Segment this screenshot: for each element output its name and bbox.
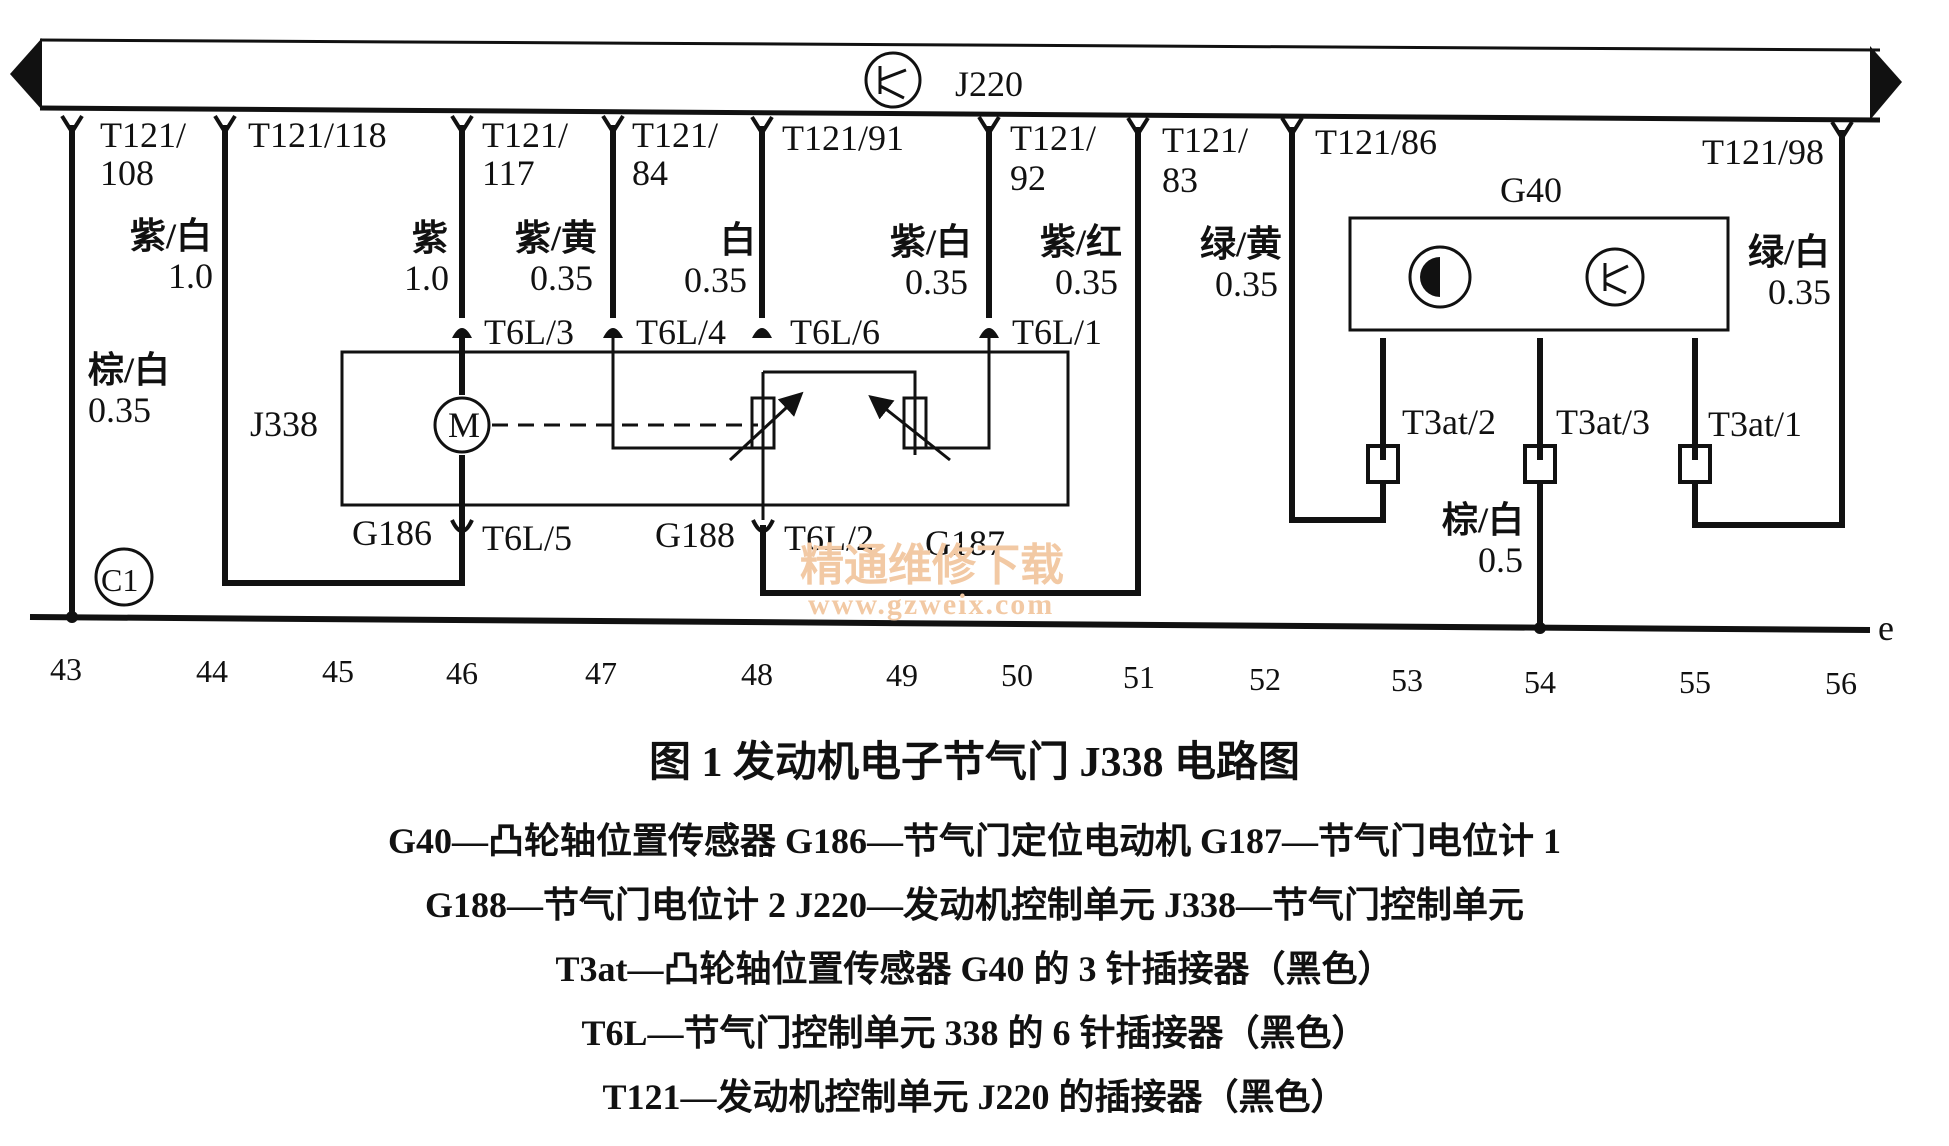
column-number: 56	[1825, 665, 1857, 701]
column-number: 50	[1001, 657, 1033, 693]
transistor-icon-lines	[878, 66, 907, 100]
conn-t6l-2: T6L/2	[784, 518, 874, 558]
wire-54-size: 0.5	[1478, 540, 1523, 580]
watermark-url: www.gzweix.com	[808, 588, 1054, 621]
pin-t121-108-b: 108	[100, 153, 154, 193]
g40-transistor-icon	[1585, 247, 1645, 307]
motor-icon	[433, 396, 491, 454]
wire-46-color: 紫	[412, 218, 448, 258]
column-number: 52	[1249, 661, 1281, 697]
wire-43-color: 棕/白	[88, 350, 170, 390]
caption-line: G188—节气门电位计 2 J220—发动机控制单元 J338—节气门控制单元	[424, 885, 1524, 925]
pin-t121-108-a: T121/	[100, 115, 186, 155]
column-number: 54	[1524, 664, 1556, 700]
wire-43-size: 0.35	[88, 390, 151, 430]
column-number: 43	[50, 651, 82, 687]
j338-label: J338	[250, 404, 318, 444]
column-number: 51	[1123, 659, 1155, 695]
bus-right-arrow	[1870, 46, 1902, 120]
figure-title: 图 1 发动机电子节气门 J338 电路图	[648, 740, 1300, 786]
g40-box	[1348, 216, 1730, 332]
watermark-cn: 精通维修下载	[800, 541, 1064, 590]
t6l-connectors	[452, 328, 999, 338]
j338-box	[340, 350, 1070, 507]
conn-t6l-3: T6L/3	[484, 312, 574, 352]
conn-t3at-3: T3at/3	[1556, 402, 1650, 442]
caption-line: T121—发动机控制单元 J220 的插接器（黑色）	[602, 1077, 1347, 1117]
wire-52-color: 绿/黄	[1200, 224, 1282, 264]
wire-44-size: 1.0	[168, 256, 213, 296]
pin-t121-83-b: 83	[1162, 160, 1198, 200]
column-numbers: 43 44 45 46 47 48 49 50 51 52 53 54 55 5…	[50, 651, 1857, 701]
conn-t6l-1: T6L/1	[1012, 312, 1102, 352]
g188-resistor	[750, 396, 776, 450]
conn-t3at-2: T3at/2	[1402, 402, 1496, 442]
ground-label: e	[1878, 608, 1894, 648]
wire-47-color: 紫/黄	[515, 218, 597, 258]
c1-circle	[94, 547, 154, 607]
column-number: 45	[322, 653, 354, 689]
wire-56-size: 0.35	[1768, 272, 1831, 312]
wire-48-color: 白	[720, 220, 756, 260]
wire-51-color: 紫/红	[1040, 222, 1122, 262]
pin-t121-91: T121/91	[782, 118, 904, 158]
column-number: 44	[196, 653, 228, 689]
t3at-connectors	[1366, 444, 1712, 484]
g188-wiper	[728, 391, 804, 462]
wire-49-color: 紫/白	[890, 222, 972, 262]
g187-label: G187	[925, 523, 1005, 563]
caption-line: T6L—节气门控制单元 338 的 6 针插接器（黑色）	[581, 1013, 1368, 1053]
wire-44-color: 紫/白	[130, 216, 212, 256]
pin-t121-92-a: T121/	[1010, 118, 1096, 158]
wire-46-size: 1.0	[404, 258, 449, 298]
wire-47-size: 0.35	[530, 258, 593, 298]
g40-label: G40	[1500, 170, 1562, 210]
wire-48-size: 0.35	[684, 260, 747, 300]
transistor-icon	[864, 51, 922, 109]
wires	[69, 125, 1845, 628]
pin-t121-118: T121/118	[248, 115, 387, 155]
c1-label: C1	[101, 562, 138, 598]
wire-56-color: 绿/白	[1748, 232, 1830, 272]
pin-t121-86: T121/86	[1315, 122, 1437, 162]
j220-label: J220	[955, 64, 1023, 104]
pin-t121-84-a: T121/	[632, 115, 718, 155]
g188-label: G188	[655, 515, 735, 555]
conn-t6l-5: T6L/5	[482, 518, 572, 558]
j220-bus: J220	[10, 38, 1902, 123]
pin-t121-84-b: 84	[632, 153, 668, 193]
conn-t3at-1: T3at/1	[1708, 404, 1802, 444]
wire-51-size: 0.35	[1055, 262, 1118, 302]
conn-t6l-6: T6L/6	[790, 312, 880, 352]
g186-label: G186	[352, 513, 432, 553]
pin-t121-117-a: T121/	[482, 115, 568, 155]
column-number: 47	[585, 655, 617, 691]
pin-t121-83-a: T121/	[1162, 120, 1248, 160]
hall-sensor-icon	[1408, 245, 1472, 309]
wire-49-size: 0.35	[905, 262, 968, 302]
pin-t121-117-b: 117	[482, 153, 535, 193]
t6l-lower-connectors	[450, 519, 775, 533]
column-number: 46	[446, 655, 478, 691]
bus-left-arrow	[10, 38, 42, 110]
motor-label: M	[448, 405, 480, 445]
figure-caption: 图 1 发动机电子节气门 J338 电路图 G40—凸轮轴位置传感器 G186—…	[0, 728, 1949, 1129]
pin-t121-98: T121/98	[1702, 132, 1824, 172]
caption-line: T3at—凸轮轴位置传感器 G40 的 3 针插接器（黑色）	[555, 949, 1394, 989]
wire-54-color: 棕/白	[1442, 500, 1524, 540]
caption-line: G40—凸轮轴位置传感器 G186—节气门定位电动机 G187—节气门电位计 1	[387, 821, 1561, 861]
pin-t121-92-b: 92	[1010, 158, 1046, 198]
ground-bus	[29, 614, 1871, 633]
column-number: 53	[1391, 662, 1423, 698]
conn-t6l-4: T6L/4	[636, 312, 726, 352]
column-number: 55	[1679, 664, 1711, 700]
wire-52-size: 0.35	[1215, 264, 1278, 304]
column-number: 48	[741, 656, 773, 692]
g187-wiper	[868, 395, 951, 462]
column-number: 49	[886, 657, 918, 693]
